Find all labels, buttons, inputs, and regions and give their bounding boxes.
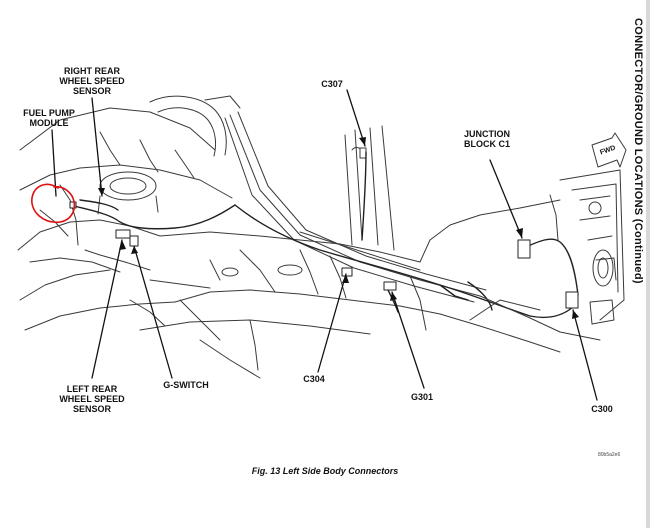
connector-blocks xyxy=(69,201,579,309)
fwd-arrow-shape xyxy=(591,132,627,168)
kick-panel-area xyxy=(409,169,625,353)
rocker-sill xyxy=(224,111,487,303)
label-left-rear-wheel-speed-sensor: LEFT REAR WHEEL SPEED SENSOR xyxy=(59,384,125,414)
rear-wheel-well xyxy=(149,95,241,157)
wiring-harness xyxy=(73,151,579,319)
label-c304: C304 xyxy=(303,374,325,384)
label-junction-block-c1: JUNCTION BLOCK C1 xyxy=(463,129,510,149)
label-g301: G301 xyxy=(410,392,434,402)
rear-floor-outline xyxy=(17,107,233,331)
label-c300: C300 xyxy=(591,404,613,414)
figure-caption: Fig. 13 Left Side Body Connectors xyxy=(251,466,399,476)
label-fuel-pump-module: FUEL PUMP MODULE xyxy=(23,108,75,128)
page-edge-strip xyxy=(646,0,650,528)
label-c307: C307 xyxy=(321,79,343,89)
label-g-switch: G-SWITCH xyxy=(163,380,209,390)
c-pillar xyxy=(344,125,395,251)
figure-code: 80b5a2e6 xyxy=(598,452,621,458)
spare-tire-well xyxy=(97,171,159,215)
main-floor-panel xyxy=(129,231,441,379)
leader-lines xyxy=(51,89,598,401)
side-section-title: CONNECTOR/GROUND LOCATIONS (Continued) xyxy=(632,18,644,284)
label-right-rear-wheel-speed-sensor: RIGHT REAR WHEEL SPEED SENSOR xyxy=(59,66,125,96)
red-annotation-circle xyxy=(31,183,76,223)
leader-arrowheads xyxy=(98,137,579,319)
